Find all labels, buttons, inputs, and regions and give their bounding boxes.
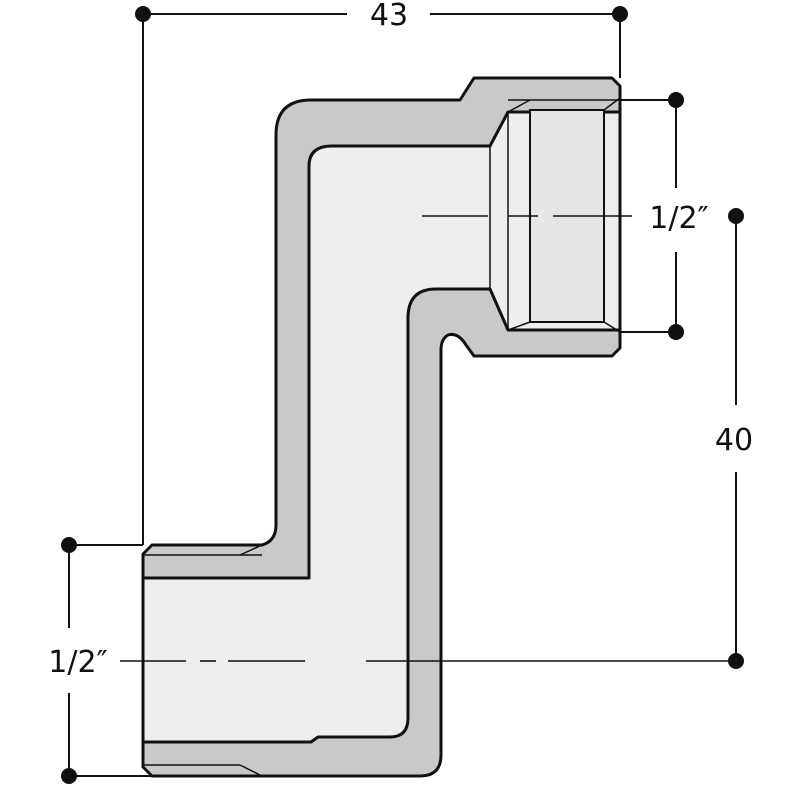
height-dim-dot-top	[728, 208, 744, 224]
height-dim-dot-bottom	[728, 653, 744, 669]
bottom-thread-top-chamfer	[239, 544, 263, 556]
bottom-port-dot-bottom	[61, 768, 77, 784]
bottom-port-dot-top	[61, 537, 77, 553]
bottom-thread-bottom-chamfer	[239, 764, 263, 777]
fitting-bore	[141, 110, 622, 744]
top-port-dot-bottom	[668, 324, 684, 340]
bottom-port-size-label: 1/2″	[48, 645, 108, 680]
height-dim-label: 40	[715, 423, 753, 458]
width-dim-dot-left	[135, 6, 151, 22]
top-thread-chamfer-b	[603, 97, 621, 111]
top-port-size-label: 1/2″	[649, 201, 709, 236]
top-thread-chamfer-d	[603, 321, 621, 333]
top-port-dot-top	[668, 92, 684, 108]
top-thread-chamfer-c	[507, 321, 531, 331]
width-dim-label: 43	[370, 0, 408, 33]
top-thread-chamfer-a	[507, 99, 531, 113]
width-dim-dot-right	[612, 6, 628, 22]
